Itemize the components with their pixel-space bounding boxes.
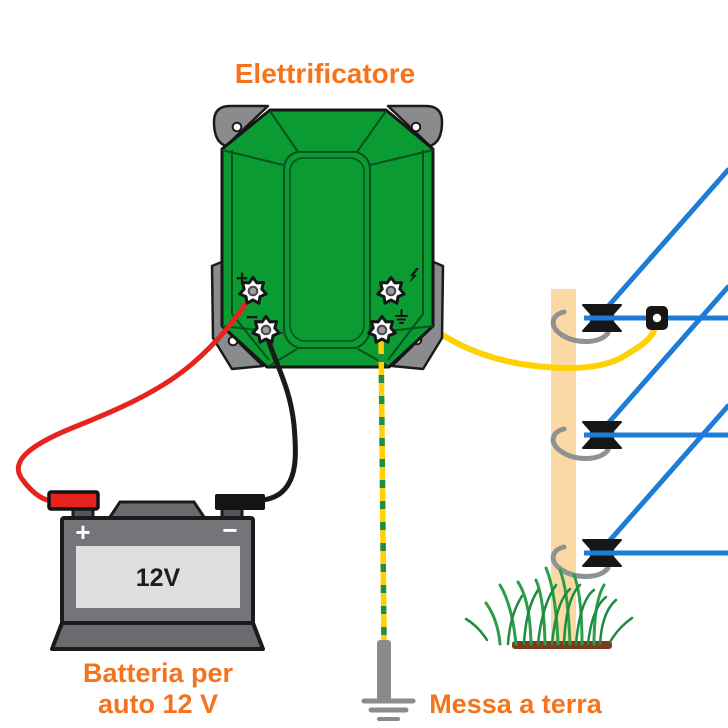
battery-voltage: 12V <box>136 564 181 592</box>
energizer-device: + − <box>210 104 445 371</box>
soil-strip <box>512 641 612 649</box>
ground-wire <box>378 332 387 642</box>
ground-label: Messa a terra <box>429 689 602 719</box>
earth-icon <box>395 309 408 324</box>
wire-connector <box>646 306 668 330</box>
lightning-icon <box>409 268 419 283</box>
fence-wire-diagonal <box>601 167 728 314</box>
battery-clamp-red <box>47 490 100 511</box>
fence-post <box>551 289 576 645</box>
fence-wires-horizontal <box>584 315 728 556</box>
red-battery-wire <box>15 290 256 504</box>
battery-base <box>50 621 265 651</box>
fence-wire-diagonal <box>601 284 728 431</box>
battery-clamp-black <box>215 494 265 510</box>
grass <box>464 566 634 646</box>
battery-label-plate <box>76 546 240 608</box>
energizer-housing <box>220 108 435 369</box>
energizer-label: Elettrificatore <box>234 58 416 89</box>
yellow-fence-wire <box>391 293 658 371</box>
battery-plus-mark: + <box>75 517 90 547</box>
fence-wires-diagonal <box>601 167 728 550</box>
battery-label: Batteria per auto 12 V <box>48 658 268 720</box>
earth-rod-icon <box>361 640 416 721</box>
battery-label-line1: Batteria per <box>82 658 234 688</box>
battery: + − 12V <box>47 490 265 651</box>
black-battery-wire <box>260 329 298 503</box>
battery-label-line2: auto 12 V <box>97 689 219 719</box>
fence-wire-diagonal <box>601 403 728 550</box>
battery-minus-mark: − <box>222 515 237 545</box>
